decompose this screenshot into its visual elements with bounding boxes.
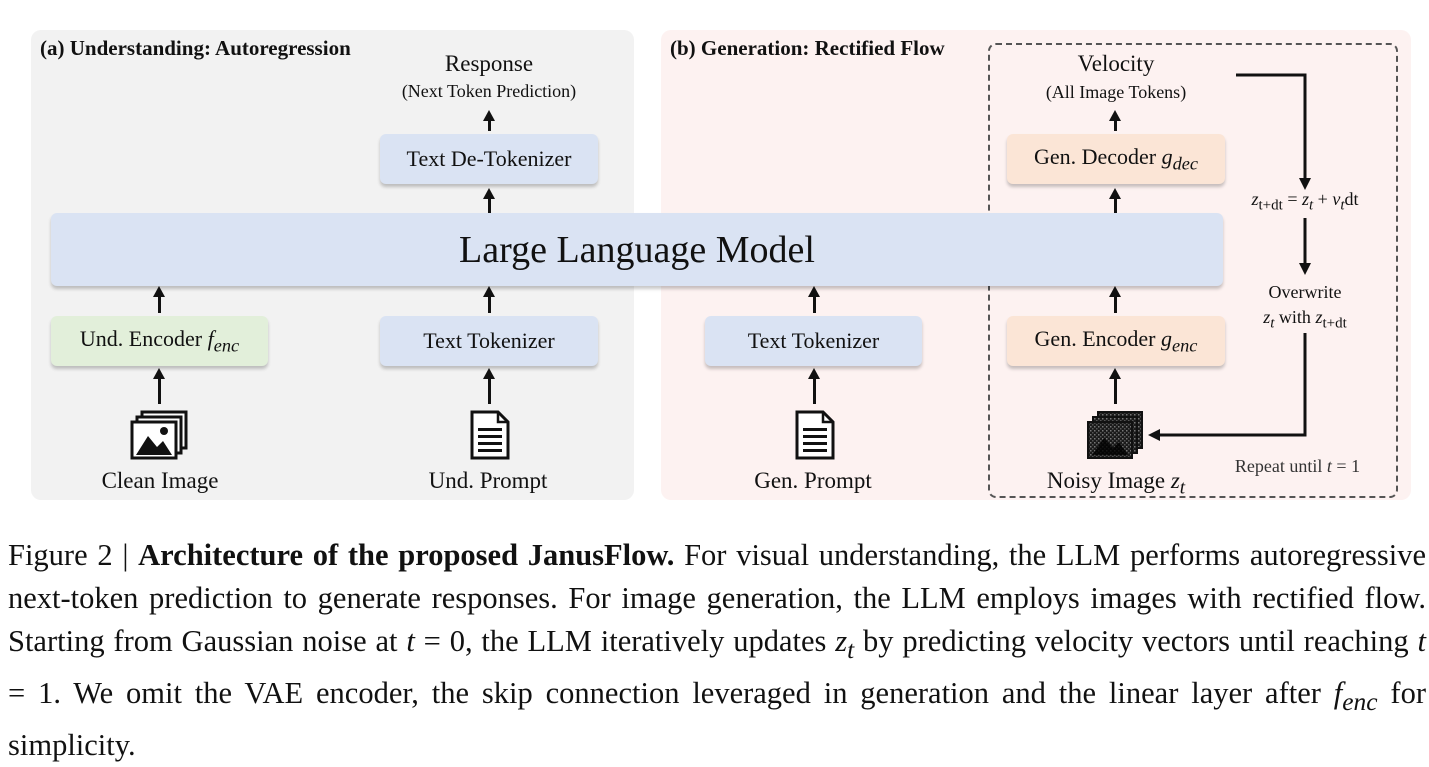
repeat-text: Repeat until [1234,456,1327,476]
update-dt: dt [1344,189,1359,209]
overwrite-line-2: zt with zt+dt [1220,307,1390,333]
caption-prefix: Figure 2 | [8,538,139,572]
repeat-eq: = 1 [1331,456,1361,476]
text-detokenizer-label: Text De-Tokenizer [406,146,572,171]
arrow-decoder-to-velocity [1109,110,1121,131]
update-plus: + [1313,189,1333,209]
caption-title: Architecture of the proposed JanusFlow. [138,538,675,572]
gen-encoder-label: Gen. Encoder [1034,325,1161,351]
figure-caption: Figure 2 | Architecture of the proposed … [8,534,1426,767]
caption-t1: = 1. We omit the VAE encoder, the skip c… [8,676,1334,711]
response-label: Response [444,51,534,76]
generation-title: (b) Generation: Rectified Flow [670,36,945,60]
update-lhs-sub: t+dt [1258,197,1283,214]
und-prompt-label: Und. Prompt [428,468,548,493]
update-lhs: z [1251,189,1259,209]
overwrite-z: z [1263,307,1271,327]
gen-decoder-subscript: dec [1172,153,1199,174]
caption-zt-sub: t [847,636,855,665]
noisy-image-symbol: z [1170,468,1180,493]
llm-label: Large Language Model [459,228,815,271]
caption-f-sub: enc [1342,688,1378,717]
noisy-image-subscript: t [1179,477,1186,499]
text-detokenizer-box: Text De-Tokenizer [380,134,598,184]
arrow-llm-to-gen-decoder [1109,188,1121,213]
overwrite-with: with [1274,307,1316,327]
response-sublabel: (Next Token Prediction) [401,81,577,101]
arrow-tokenizer-b-to-llm [808,286,820,313]
overwrite-line-1: Overwrite [1268,282,1342,302]
caption-zt-var: z [835,624,848,658]
text-tokenizer-b-label: Text Tokenizer [747,328,880,353]
gen-prompt-label: Gen. Prompt [754,468,872,493]
arrow-image-to-und-encoder [153,368,165,404]
arrow-tokenizer-a-to-llm [483,286,495,313]
arrow-detokenizer-to-response [483,110,495,131]
update-z: z [1301,189,1309,209]
overwrite-z2-sub: t+dt [1322,315,1347,332]
update-v: v [1332,189,1341,209]
caption-part-2: by predicting velocity vectors until rea… [854,624,1418,658]
arrow-gen-encoder-to-llm [1109,286,1121,313]
update-z-sub: t [1308,197,1314,214]
caption-t1-var: t [1417,624,1426,658]
gen-decoder-label: Gen. Decoder [1033,143,1162,169]
overwrite-z-sub: t [1270,315,1275,332]
gen-encoder-symbol: g [1161,325,1172,351]
clean-image-label: Clean Image [101,468,219,493]
gen-encoder-subscript: enc [1172,335,1198,356]
noisy-image-text: Noisy Image [1046,468,1171,493]
understanding-title: (a) Understanding: Autoregression [40,36,351,60]
und-encoder-subscript: enc [213,335,240,356]
document-icon [795,410,835,460]
arrow-und-encoder-to-llm [153,286,165,313]
caption-f-var: f [1333,676,1343,711]
caption-t0-var: t [406,624,415,658]
und-encoder-symbol: f [207,325,214,351]
arrow-noisy-image-to-gen-encoder [1109,368,1121,404]
llm-box: Large Language Model [51,213,1223,286]
gen-decoder-symbol: g [1161,143,1173,169]
overwrite-z2: z [1315,307,1323,327]
caption-t0: = 0, the LLM iteratively updates [414,624,836,658]
caption-part-1: For visual understanding, the LLM perfor… [8,538,1426,658]
gen-decoder-box: Gen. Decoder gdec [1007,134,1225,184]
document-icon [470,410,510,460]
und-encoder-box: Und. Encoder fenc [51,316,268,366]
velocity-label: Velocity [1077,51,1155,76]
velocity-sublabel: (All Image Tokens) [1045,82,1187,102]
repeat-until-label: Repeat until t = 1 [1210,456,1385,477]
text-tokenizer-a-label: Text Tokenizer [423,328,555,353]
update-v-sub: t [1340,197,1345,214]
noisy-image-label: Noisy Image zt [1012,468,1220,500]
arrow-llm-to-detokenizer [483,188,495,213]
arrow-prompt-to-tokenizer-b [808,368,820,404]
arrow-prompt-to-tokenizer-a [483,368,495,404]
image-stack-icon [130,410,188,460]
text-tokenizer-a-box: Text Tokenizer [380,316,598,366]
update-rule: zt+dt = zt + vtdt [1220,189,1390,215]
update-eq: = [1282,189,1302,209]
noisy-image-stack-icon [1087,411,1143,459]
text-tokenizer-b-box: Text Tokenizer [705,316,922,366]
repeat-var: t [1326,456,1332,476]
gen-encoder-box: Gen. Encoder genc [1007,316,1225,366]
und-encoder-label: Und. Encoder [79,325,208,351]
